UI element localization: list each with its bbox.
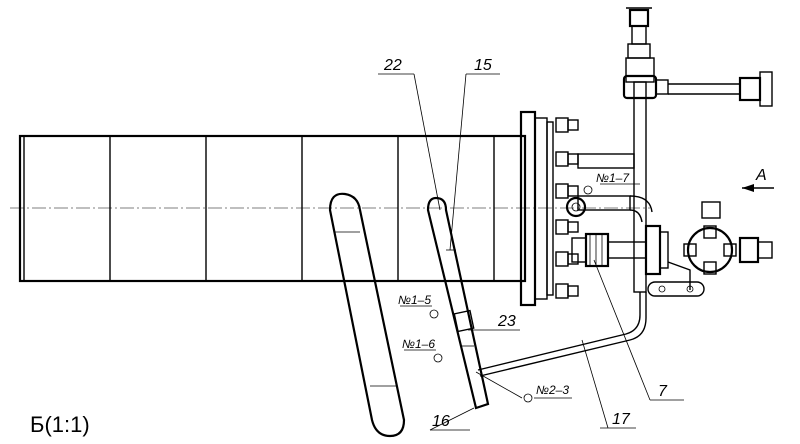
callout-16: 16 xyxy=(432,413,450,430)
point-labels: №1–7 №1–5 №1–6 №2–3 xyxy=(398,171,630,397)
point-1-6: №1–6 xyxy=(402,337,435,351)
point-2-3: №2–3 xyxy=(536,383,569,397)
vessel-body xyxy=(10,134,650,283)
point-1-5: №1–5 xyxy=(398,293,431,307)
callout-15: 15 xyxy=(474,57,492,74)
leader-lines xyxy=(378,73,684,431)
point-1-7: №1–7 xyxy=(596,171,630,185)
callout-22: 22 xyxy=(383,57,402,74)
flange-bolts xyxy=(555,117,579,299)
top-valve-assembly xyxy=(622,7,773,293)
callout-labels: 22 15 23 16 17 7 xyxy=(383,57,668,430)
thermo-probe xyxy=(426,196,490,410)
tilted-tube-left xyxy=(328,192,406,438)
pressure-gauge xyxy=(647,201,773,297)
direction-label: A xyxy=(755,167,767,184)
callout-7: 7 xyxy=(658,383,668,400)
bent-pipe xyxy=(477,292,647,377)
direction-arrow: A xyxy=(742,167,774,192)
view-label: Б(1:1) xyxy=(30,412,90,437)
callout-17: 17 xyxy=(612,411,631,428)
callout-23: 23 xyxy=(497,313,516,330)
flange-assembly xyxy=(519,110,587,307)
